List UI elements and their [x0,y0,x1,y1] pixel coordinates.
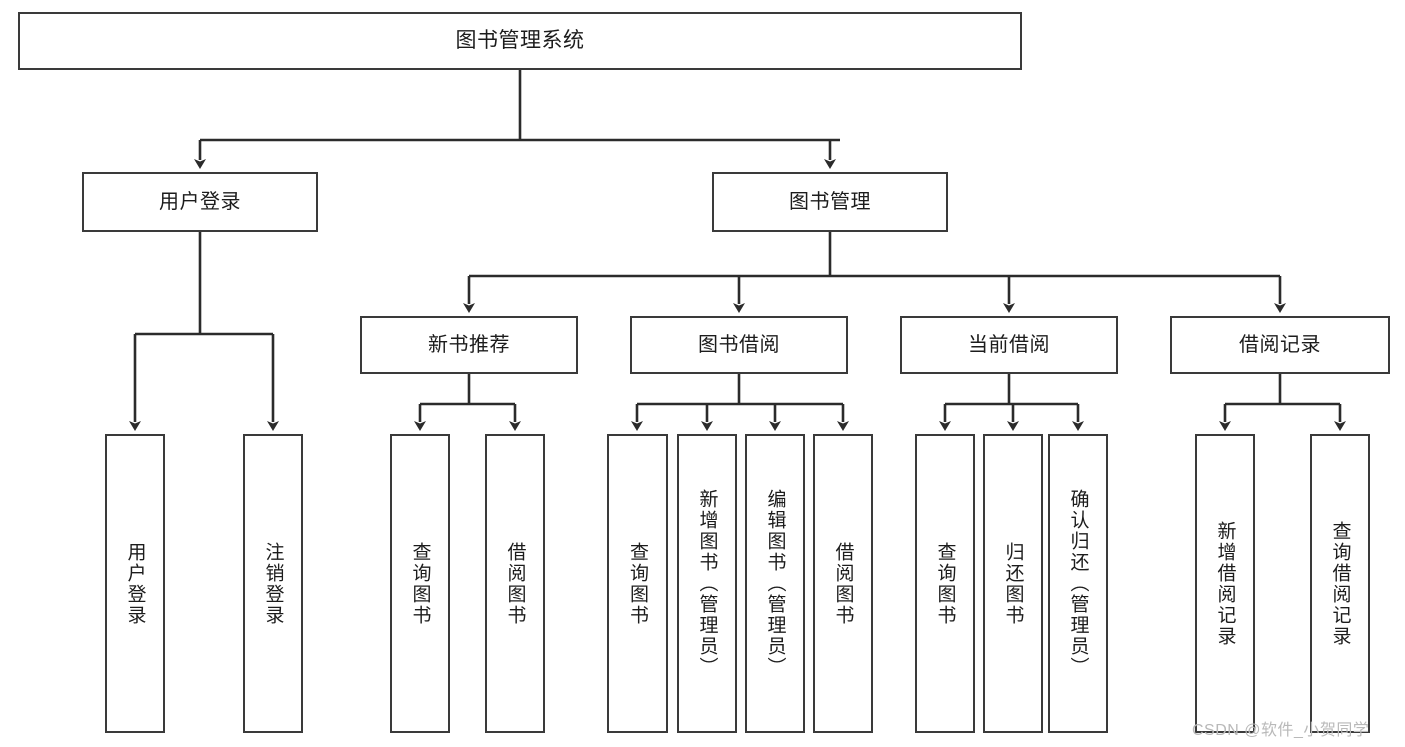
node-book-borrow-label: 图书借阅 [698,333,780,356]
node-leaf-query-record[interactable]: 查询借阅记录 [1310,434,1370,733]
node-new-book-recommend[interactable]: 新书推荐 [360,316,578,374]
node-leaf-user-logout-label: 注销登录 [262,541,284,626]
node-book-borrow[interactable]: 图书借阅 [630,316,848,374]
csdn-watermark: CSDN @软件_小贺同学 [1192,722,1370,739]
node-leaf-query-book-cur[interactable]: 查询图书 [915,434,975,733]
node-leaf-query-book-rec-label: 查询图书 [409,541,431,626]
node-root-label: 图书管理系统 [455,28,585,52]
node-leaf-add-book[interactable]: 新增图书（管理员） [677,434,737,733]
node-leaf-query-book-rec[interactable]: 查询图书 [390,434,450,733]
node-leaf-edit-book-label: 编辑图书（管理员） [764,489,786,678]
node-current-borrow[interactable]: 当前借阅 [900,316,1118,374]
node-leaf-add-record-label: 新增借阅记录 [1214,520,1236,647]
node-current-borrow-label: 当前借阅 [968,333,1050,356]
node-leaf-user-login-label: 用户登录 [124,541,146,626]
node-leaf-confirm-return[interactable]: 确认归还（管理员） [1048,434,1108,733]
node-leaf-borrow-book-rec-label: 借阅图书 [504,541,526,626]
node-leaf-query-book-cur-label: 查询图书 [934,541,956,626]
node-leaf-borrow-book-label: 借阅图书 [832,541,854,626]
node-user-login[interactable]: 用户登录 [82,172,318,232]
node-new-book-recommend-label: 新书推荐 [428,333,510,356]
node-leaf-user-logout[interactable]: 注销登录 [243,434,303,733]
node-leaf-confirm-return-label: 确认归还（管理员） [1067,489,1089,678]
node-borrow-record-label: 借阅记录 [1239,333,1321,356]
node-leaf-query-book-borrow-label: 查询图书 [627,541,648,626]
node-book-manage[interactable]: 图书管理 [712,172,948,232]
node-leaf-edit-book[interactable]: 编辑图书（管理员） [745,434,805,733]
node-leaf-query-book-borrow[interactable]: 查询图书 [607,434,668,733]
node-leaf-return-book-label: 归还图书 [1002,541,1024,626]
node-leaf-borrow-book-rec[interactable]: 借阅图书 [485,434,545,733]
node-user-login-label: 用户登录 [159,190,241,213]
node-leaf-return-book[interactable]: 归还图书 [983,434,1043,733]
node-leaf-user-login[interactable]: 用户登录 [105,434,165,733]
node-leaf-query-record-label: 查询借阅记录 [1329,520,1351,647]
node-leaf-add-book-label: 新增图书（管理员） [696,489,718,678]
node-book-manage-label: 图书管理 [789,190,871,213]
node-leaf-add-record[interactable]: 新增借阅记录 [1195,434,1255,733]
node-root-system[interactable]: 图书管理系统 [18,12,1022,70]
node-leaf-borrow-book[interactable]: 借阅图书 [813,434,873,733]
node-borrow-record[interactable]: 借阅记录 [1170,316,1390,374]
